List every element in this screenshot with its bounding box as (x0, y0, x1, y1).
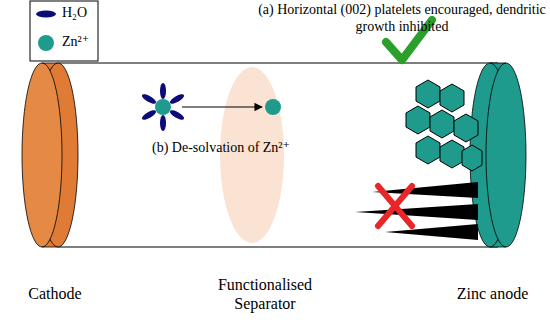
cathode-disk (22, 63, 78, 247)
legend-swatch (38, 35, 54, 51)
solvated-zinc-ion (141, 83, 186, 131)
legend-text: Zn²⁺ (62, 35, 89, 49)
desolvation-arrow (182, 106, 262, 107)
cross-mark (378, 186, 412, 226)
tube-wall (58, 246, 498, 247)
legend-swatch (36, 11, 56, 18)
legend-text: H₂O (62, 6, 87, 20)
callout-a: (a) Horizontal (002) platelets encourage… (258, 2, 546, 36)
legend-frame (30, 1, 98, 61)
part-name: Cathode (10, 284, 100, 303)
tube-wall (58, 62, 498, 63)
bare-zinc-ion (265, 99, 281, 115)
part-name: Functionalised Separator (200, 275, 330, 313)
dendrite-spikes (355, 182, 478, 240)
part-name: Zinc anode (440, 284, 545, 303)
hexagonal-platelets (406, 80, 482, 171)
callout-b: (b) De-solvation of Zn²⁺ (136, 140, 306, 157)
